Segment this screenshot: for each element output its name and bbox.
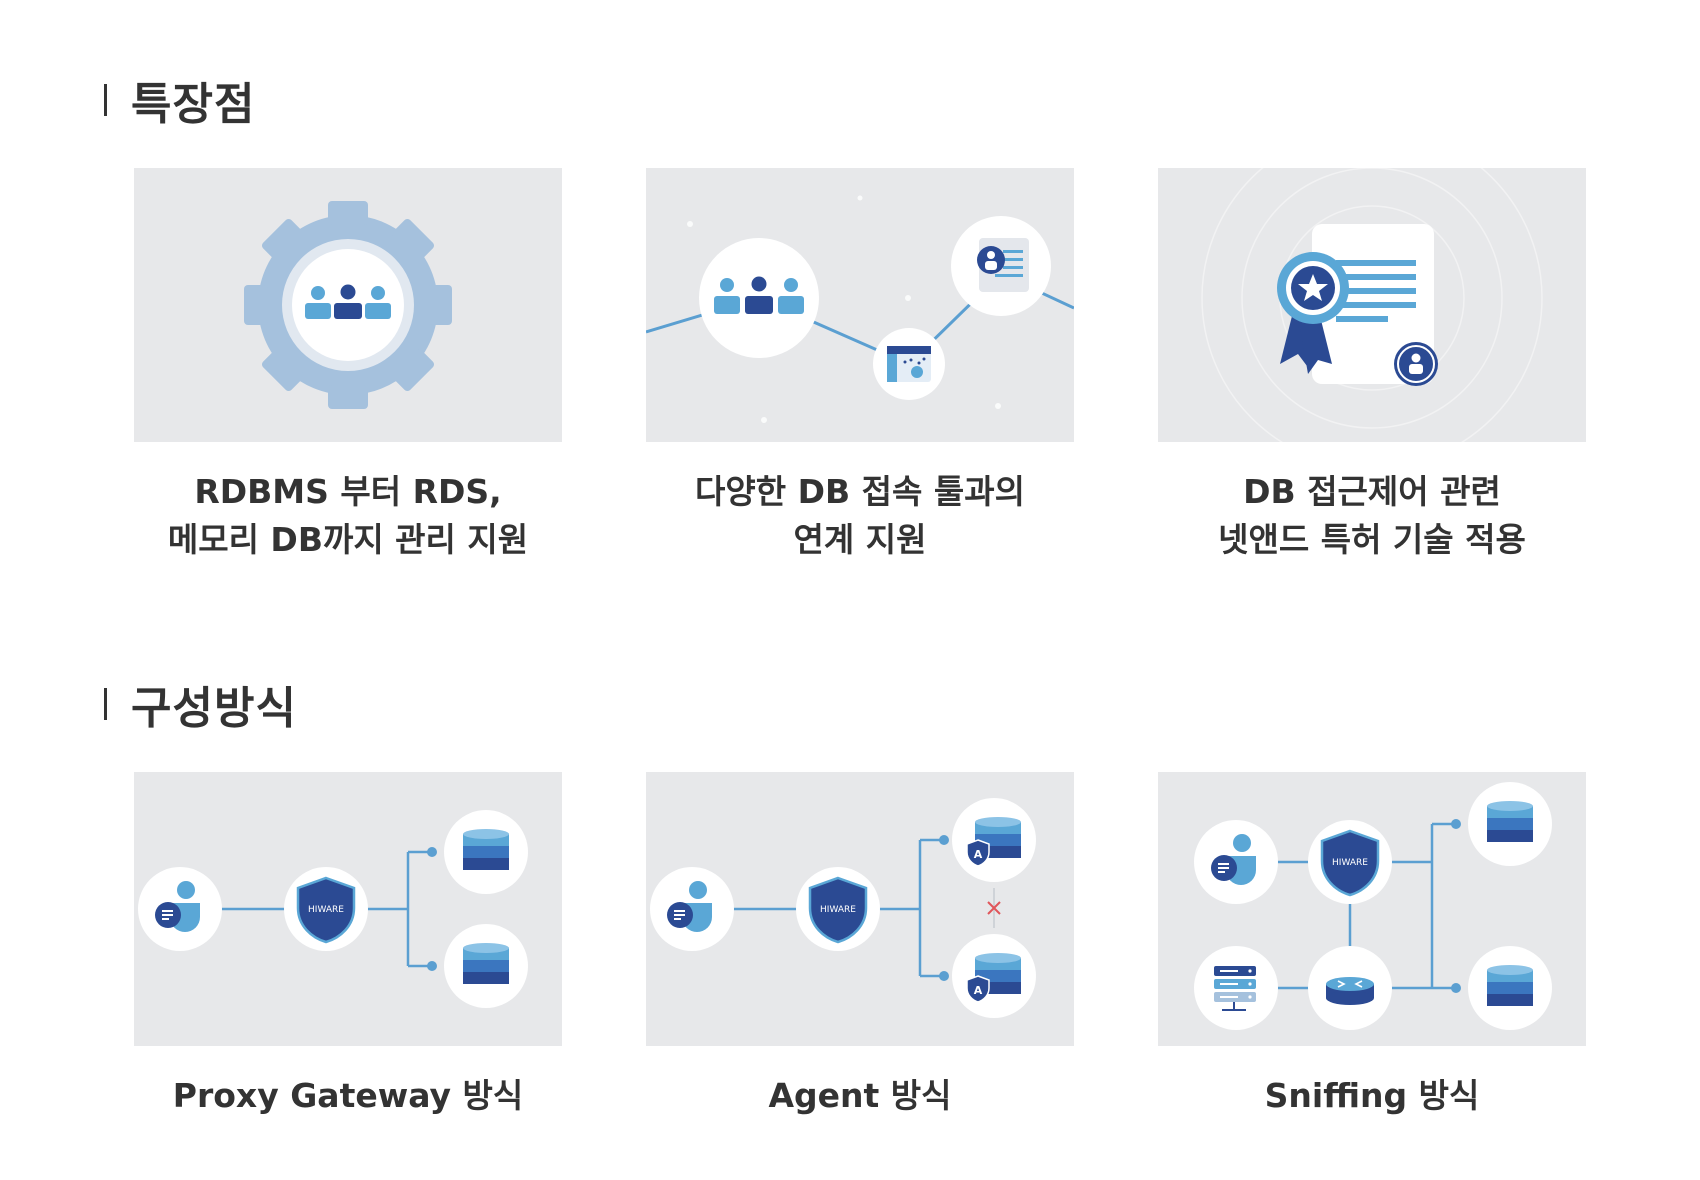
feature-caption-1: RDBMS 부터 RDS, 메모리 DB까지 관리 지원: [118, 468, 578, 564]
gear-users-icon: [134, 168, 562, 442]
sniffing-diagram: HIWARE: [1158, 772, 1586, 1046]
shield-label: HIWARE: [1332, 858, 1368, 868]
feature-caption-2-line1: 다양한 DB 접속 툴과의: [695, 472, 1025, 511]
features-section-title: 특장점: [104, 68, 255, 132]
shield-label: HIWARE: [820, 905, 856, 915]
proxy-gateway-diagram: HIWARE: [134, 772, 562, 1046]
tool-network-icon: [646, 168, 1074, 442]
feature-caption-3-line2: 넷앤드 특허 기술 적용: [1218, 520, 1526, 559]
config-caption-3: Sniffing 방식: [1264, 1076, 1480, 1115]
title-bar: [104, 84, 107, 116]
patent-certificate-icon: [1158, 168, 1586, 442]
configuration-section-title: 구성방식: [104, 672, 297, 736]
feature-caption-1-line2: 메모리 DB까지 관리 지원: [167, 520, 529, 559]
feature-caption-2: 다양한 DB 접속 툴과의 연계 지원: [630, 468, 1090, 564]
title-bar: [104, 688, 107, 720]
agent-badge: A: [974, 848, 983, 861]
feature-caption-3: DB 접근제어 관련 넷앤드 특허 기술 적용: [1142, 468, 1602, 564]
feature-caption-3-line1: DB 접근제어 관련: [1243, 472, 1501, 511]
feature-caption-2-line2: 연계 지원: [793, 520, 927, 559]
feature-caption-1-line1: RDBMS 부터 RDS,: [194, 472, 502, 511]
shield-label: HIWARE: [308, 905, 344, 915]
configuration-title-text: 구성방식: [131, 683, 297, 734]
agent-badge: A: [974, 984, 983, 997]
agent-diagram: HIWARE A A: [646, 772, 1074, 1046]
config-caption-2: Agent 방식: [768, 1076, 952, 1115]
config-caption-1: Proxy Gateway 방식: [172, 1076, 524, 1115]
features-title-text: 특장점: [131, 79, 256, 130]
